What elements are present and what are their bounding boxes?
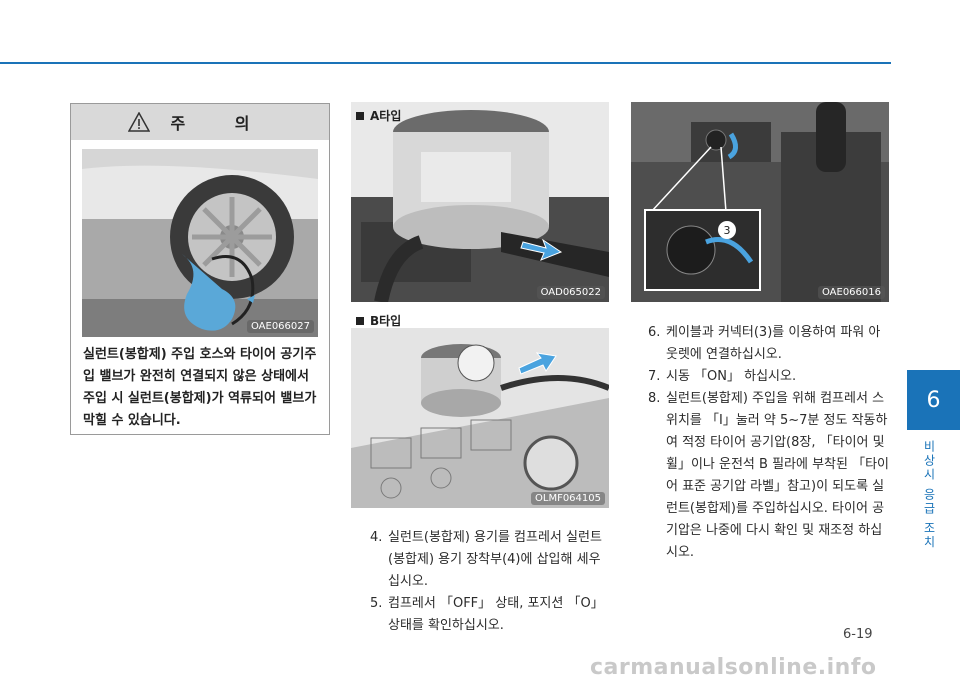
warning-triangle-icon xyxy=(128,112,151,132)
caution-header: 주 의 xyxy=(71,104,329,140)
step-text: 실런트(봉합제) 주입을 위해 컴프레서 스위치를 「I」눌러 약 5~7분 정… xyxy=(666,391,890,560)
type-a-photo-code: OAD065022 xyxy=(536,286,605,299)
step-text: 컴프레서 「OFF」 상태, 포지션 「O」 상태를 확인하십시오. xyxy=(388,596,604,633)
type-b-text: B타입 xyxy=(370,314,402,328)
caution-photo-code: OAE066027 xyxy=(246,320,314,333)
square-bullet-icon xyxy=(356,111,364,120)
type-b-photo: OLMF064105 xyxy=(351,328,609,508)
page-number: 6-19 xyxy=(843,627,873,642)
chapter-side-label: 비상시 응급 조치 xyxy=(922,440,936,550)
step-item: 8. 실런트(봉합제) 주입을 위해 컴프레서 스위치를 「I」눌러 약 5~7… xyxy=(648,388,891,564)
tire-valve-photo: OAE066027 xyxy=(82,149,318,337)
type-b-photo-code: OLMF064105 xyxy=(531,492,605,505)
step-number: 7. xyxy=(648,369,661,384)
right-photo-code: OAE066016 xyxy=(817,286,885,299)
step-item: 7. 시동 「ON」 하십시오. xyxy=(648,366,891,388)
power-outlet-photo: 3 OAE066016 xyxy=(631,102,889,302)
step-text: 실런트(봉합제) 용기를 컴프레서 실런트(봉합제) 용기 장착부(4)에 삽입… xyxy=(388,530,602,589)
chapter-tab[interactable]: 6 xyxy=(907,370,960,430)
step-text: 시동 「ON」 하십시오. xyxy=(666,369,797,384)
type-b-label: B타입 xyxy=(356,312,401,329)
watermark: carmanualsonline.info xyxy=(590,655,877,680)
step-item: 5. 컴프레서 「OFF」 상태, 포지션 「O」 상태를 확인하십시오. xyxy=(370,593,612,637)
caution-text: 실런트(봉합제) 주입 호스와 타이어 공기주입 밸브가 완전히 연결되지 않은… xyxy=(83,347,317,428)
type-a-label-overlay: A타입 xyxy=(356,107,401,124)
step-number: 4. xyxy=(370,530,383,545)
step-item: 6. 케이블과 커넥터(3)를 이용하여 파워 아웃렛에 연결하십시오. xyxy=(648,322,891,366)
type-a-photo: OAD065022 xyxy=(351,102,609,302)
caution-title: 주 의 xyxy=(170,114,272,133)
square-bullet-icon xyxy=(356,316,364,325)
top-rule xyxy=(0,62,891,64)
step-number: 5. xyxy=(370,596,383,611)
step-number: 8. xyxy=(648,391,661,406)
steps-right: 6. 케이블과 커넥터(3)를 이용하여 파워 아웃렛에 연결하십시오. 7. … xyxy=(648,322,891,564)
caution-box: 주 의 OAE066027 실런트(봉합제) 주입 호스와 타이어 공기주입 밸… xyxy=(70,103,330,435)
step-number: 6. xyxy=(648,325,661,340)
type-a-text-overlay: A타입 xyxy=(370,109,402,123)
step-item: 4. 실런트(봉합제) 용기를 컴프레서 실런트(봉합제) 용기 장착부(4)에… xyxy=(370,527,612,593)
step-text: 케이블과 커넥터(3)를 이용하여 파워 아웃렛에 연결하십시오. xyxy=(666,325,881,362)
steps-left: 4. 실런트(봉합제) 용기를 컴프레서 실런트(봉합제) 용기 장착부(4)에… xyxy=(370,527,612,637)
callout-number: 3 xyxy=(724,224,731,237)
